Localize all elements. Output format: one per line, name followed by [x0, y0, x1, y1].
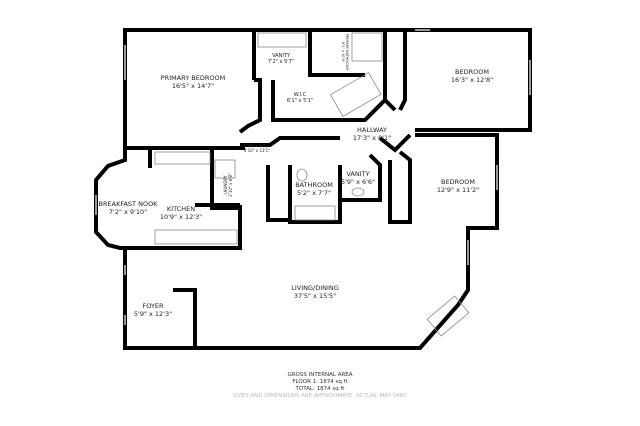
room-name: PRIMARY BEDROOM	[160, 74, 226, 82]
fixture-tub	[329, 72, 382, 117]
outer-wall-top	[123, 28, 532, 150]
fixture-sink-2	[351, 187, 365, 197]
room-dims: 6'1" x 5'1"	[286, 98, 314, 104]
fixture-kitchen-counter	[154, 229, 238, 245]
room-name: BEDROOM	[455, 68, 489, 76]
room-dims: 10'9" x 12'3"	[159, 213, 203, 221]
bath-right	[383, 30, 397, 112]
hall-right	[378, 133, 412, 153]
room-dims: 7'2" x 5'7"	[267, 59, 295, 65]
fixture-tub-2	[294, 205, 336, 221]
fixtures	[154, 32, 470, 337]
room-name: PRIMARY BATHROOM	[345, 33, 349, 71]
room-dims: 16'3" x 12'8"	[450, 76, 494, 84]
room-dims: 37'5" x 15'5"	[293, 292, 337, 300]
room-name: BEDROOM	[441, 178, 475, 186]
room-name: BREAKFAST NOOK	[98, 200, 158, 208]
area-title: GROSS INTERNAL AREA	[287, 372, 353, 378]
room-dims: 4'10" x 13'1"	[243, 148, 271, 153]
area-total: TOTAL: 1874 sq ft	[295, 386, 345, 392]
fixture-shower	[351, 32, 383, 62]
bath-wall	[308, 30, 365, 77]
outer-wall-right	[123, 133, 499, 350]
fixture-kitchen-upper	[154, 151, 211, 165]
room-dims: 5'2" x 7'7"	[296, 189, 332, 197]
fixture-toilet	[296, 168, 308, 182]
room-name: LIVING/DINING	[291, 284, 339, 292]
laundry-wall	[210, 148, 240, 210]
room-name: HALLWAY	[357, 126, 387, 134]
room-dims: 2'10" x 6'8"	[228, 173, 233, 197]
room-name: KITCHEN	[166, 205, 196, 213]
room-name: HALLWAY	[247, 143, 267, 148]
room-name: VANITY	[346, 170, 370, 178]
hall-bottom	[240, 136, 340, 147]
room-dims: 12'9" x 11'2"	[436, 186, 480, 194]
room-dims: 5'9" x 6'6"	[340, 178, 376, 186]
nook-wall	[94, 150, 242, 250]
wic-wall	[238, 78, 262, 134]
room-name: FOYER	[142, 302, 164, 310]
bed2-left	[388, 150, 412, 224]
foyer-wall	[173, 288, 197, 348]
area-floor: FLOOR 1: 1874 sq ft	[292, 379, 348, 385]
room-dims: 17'3" x 8'1"	[352, 134, 392, 142]
fixture-laundry	[214, 159, 236, 179]
room-dims: 7'2" x 9'10"	[108, 208, 148, 216]
windows	[95, 29, 531, 325]
room-name: W.I.C	[293, 92, 307, 98]
wic-box	[271, 80, 387, 122]
room-name: BATHROOM	[295, 181, 333, 189]
disclaimer: SIZES AND DIMENSIONS ARE APPROXIMATE, AC…	[232, 393, 408, 399]
hall2-left	[266, 165, 290, 222]
fixture-sink-vanity	[257, 32, 307, 48]
room-name: VANITY	[272, 53, 290, 59]
room-dims: 16'5" x 14'7"	[171, 82, 215, 90]
bedroom-left	[398, 30, 407, 111]
vanity2-box	[340, 153, 382, 202]
room-dims: 5'9" x 12'3"	[133, 310, 173, 318]
fixture-fireplace	[426, 295, 470, 337]
bath-box	[288, 165, 342, 224]
